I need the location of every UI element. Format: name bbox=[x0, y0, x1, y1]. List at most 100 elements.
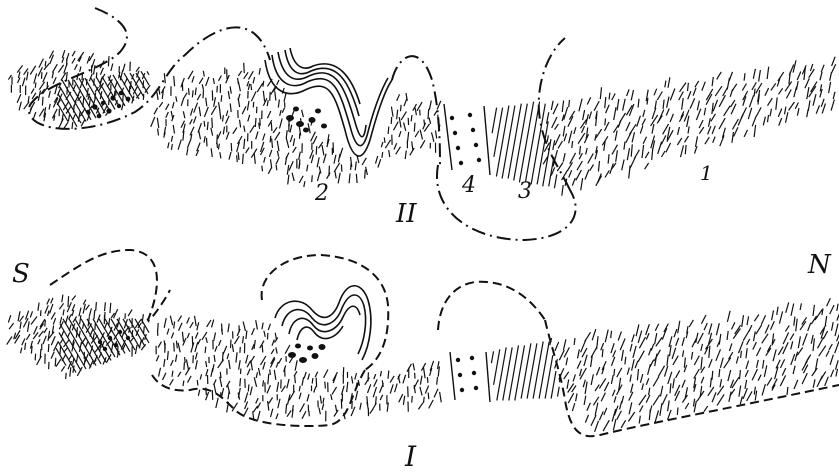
texture-dash bbox=[60, 72, 67, 81]
texture-dash bbox=[217, 359, 225, 369]
texture-dash bbox=[252, 405, 259, 413]
texture-dash bbox=[630, 383, 634, 393]
texture-dash bbox=[364, 169, 366, 179]
texture-dash bbox=[695, 108, 702, 121]
texture-dash bbox=[832, 91, 836, 100]
texture-dash bbox=[23, 68, 29, 76]
texture-dash bbox=[755, 359, 759, 368]
texture-dash bbox=[543, 142, 551, 152]
texture-dash bbox=[340, 398, 343, 409]
texture-dash bbox=[779, 359, 786, 369]
texture-dash bbox=[410, 114, 413, 122]
texture-dash bbox=[169, 315, 174, 326]
texture-dash bbox=[575, 169, 582, 181]
texture-dash bbox=[276, 150, 280, 157]
texture-dash bbox=[94, 86, 99, 93]
texture-dash bbox=[288, 390, 296, 401]
texture-dash bbox=[770, 82, 777, 91]
texture-dash bbox=[62, 309, 65, 316]
texture-dash bbox=[804, 356, 811, 365]
texture-dash bbox=[733, 126, 739, 137]
texture-dash bbox=[170, 143, 173, 150]
texture-dash bbox=[88, 52, 95, 62]
texture-dash bbox=[189, 126, 195, 136]
texture-dash bbox=[219, 376, 223, 388]
texture-dash bbox=[384, 139, 392, 149]
texture-dash bbox=[30, 345, 33, 354]
texture-dash bbox=[373, 373, 377, 380]
texture-dash bbox=[802, 333, 808, 346]
texture-dash bbox=[638, 394, 647, 406]
texture-dash bbox=[677, 320, 681, 334]
texture-dash bbox=[193, 315, 197, 327]
texture-dash bbox=[268, 149, 273, 158]
texture-dash bbox=[238, 119, 242, 128]
texture-stripe bbox=[507, 103, 522, 179]
texture-dash bbox=[692, 398, 696, 407]
texture-dash bbox=[321, 144, 325, 156]
texture-dash bbox=[667, 400, 670, 412]
texture-dash bbox=[708, 358, 713, 368]
texture-dash bbox=[177, 315, 183, 322]
texture-dash bbox=[63, 63, 68, 74]
texture-dash bbox=[729, 99, 736, 108]
texture-dash bbox=[583, 395, 587, 406]
texture-dash bbox=[229, 86, 232, 94]
texture-dash bbox=[36, 355, 42, 366]
texture-dash bbox=[693, 377, 697, 389]
texture-stripe bbox=[84, 77, 106, 114]
texture-dash bbox=[163, 132, 166, 138]
texture-stripe bbox=[95, 76, 116, 110]
texture-dash bbox=[609, 163, 614, 175]
texture-dash bbox=[61, 294, 64, 303]
texture-dash bbox=[718, 368, 721, 378]
texture-dash bbox=[638, 405, 644, 413]
texture-dash bbox=[76, 366, 83, 377]
texture-dash bbox=[206, 319, 212, 328]
texture-dash bbox=[611, 389, 616, 397]
texture-dash bbox=[578, 145, 582, 155]
texture-dash bbox=[664, 80, 667, 88]
texture-dash bbox=[273, 337, 279, 343]
texture-dash bbox=[656, 115, 663, 124]
texture-stripe bbox=[532, 341, 544, 399]
texture-dash bbox=[829, 72, 833, 81]
texture-dash bbox=[686, 82, 689, 92]
texture-dash bbox=[728, 343, 733, 352]
section-i bbox=[6, 248, 839, 438]
texture-dash bbox=[273, 369, 277, 380]
texture-dash bbox=[757, 374, 762, 381]
texture-dash bbox=[613, 107, 617, 121]
texture-dash bbox=[163, 358, 166, 367]
texture-dash bbox=[129, 337, 135, 342]
texture-dash bbox=[739, 396, 743, 405]
texture-dash bbox=[88, 308, 92, 317]
texture-dash bbox=[793, 379, 799, 390]
texture-dash bbox=[102, 105, 108, 114]
texture-dash bbox=[44, 319, 46, 327]
texture-dash bbox=[312, 135, 318, 145]
texture-dash bbox=[244, 401, 249, 410]
texture-dash bbox=[689, 98, 696, 109]
texture-dash bbox=[114, 99, 119, 106]
texture-dash bbox=[599, 87, 603, 100]
texture-dash bbox=[784, 112, 789, 123]
texture-dash bbox=[592, 396, 600, 406]
texture-dash bbox=[269, 369, 271, 376]
texture-dash bbox=[700, 366, 706, 374]
texture-dash bbox=[53, 341, 59, 352]
texture-stripe bbox=[496, 347, 507, 401]
texture-dash bbox=[19, 347, 23, 354]
texture-dash bbox=[243, 138, 246, 150]
texture-dash bbox=[316, 171, 321, 182]
texture-dash bbox=[158, 101, 164, 108]
texture-dash bbox=[797, 336, 801, 349]
texture-dash bbox=[220, 328, 224, 335]
texture-dash bbox=[398, 393, 404, 403]
texture-dash bbox=[799, 320, 807, 331]
texture-dash bbox=[250, 91, 257, 102]
texture-dash bbox=[387, 370, 390, 379]
texture-dash bbox=[270, 86, 277, 95]
texture-dash bbox=[707, 386, 715, 397]
